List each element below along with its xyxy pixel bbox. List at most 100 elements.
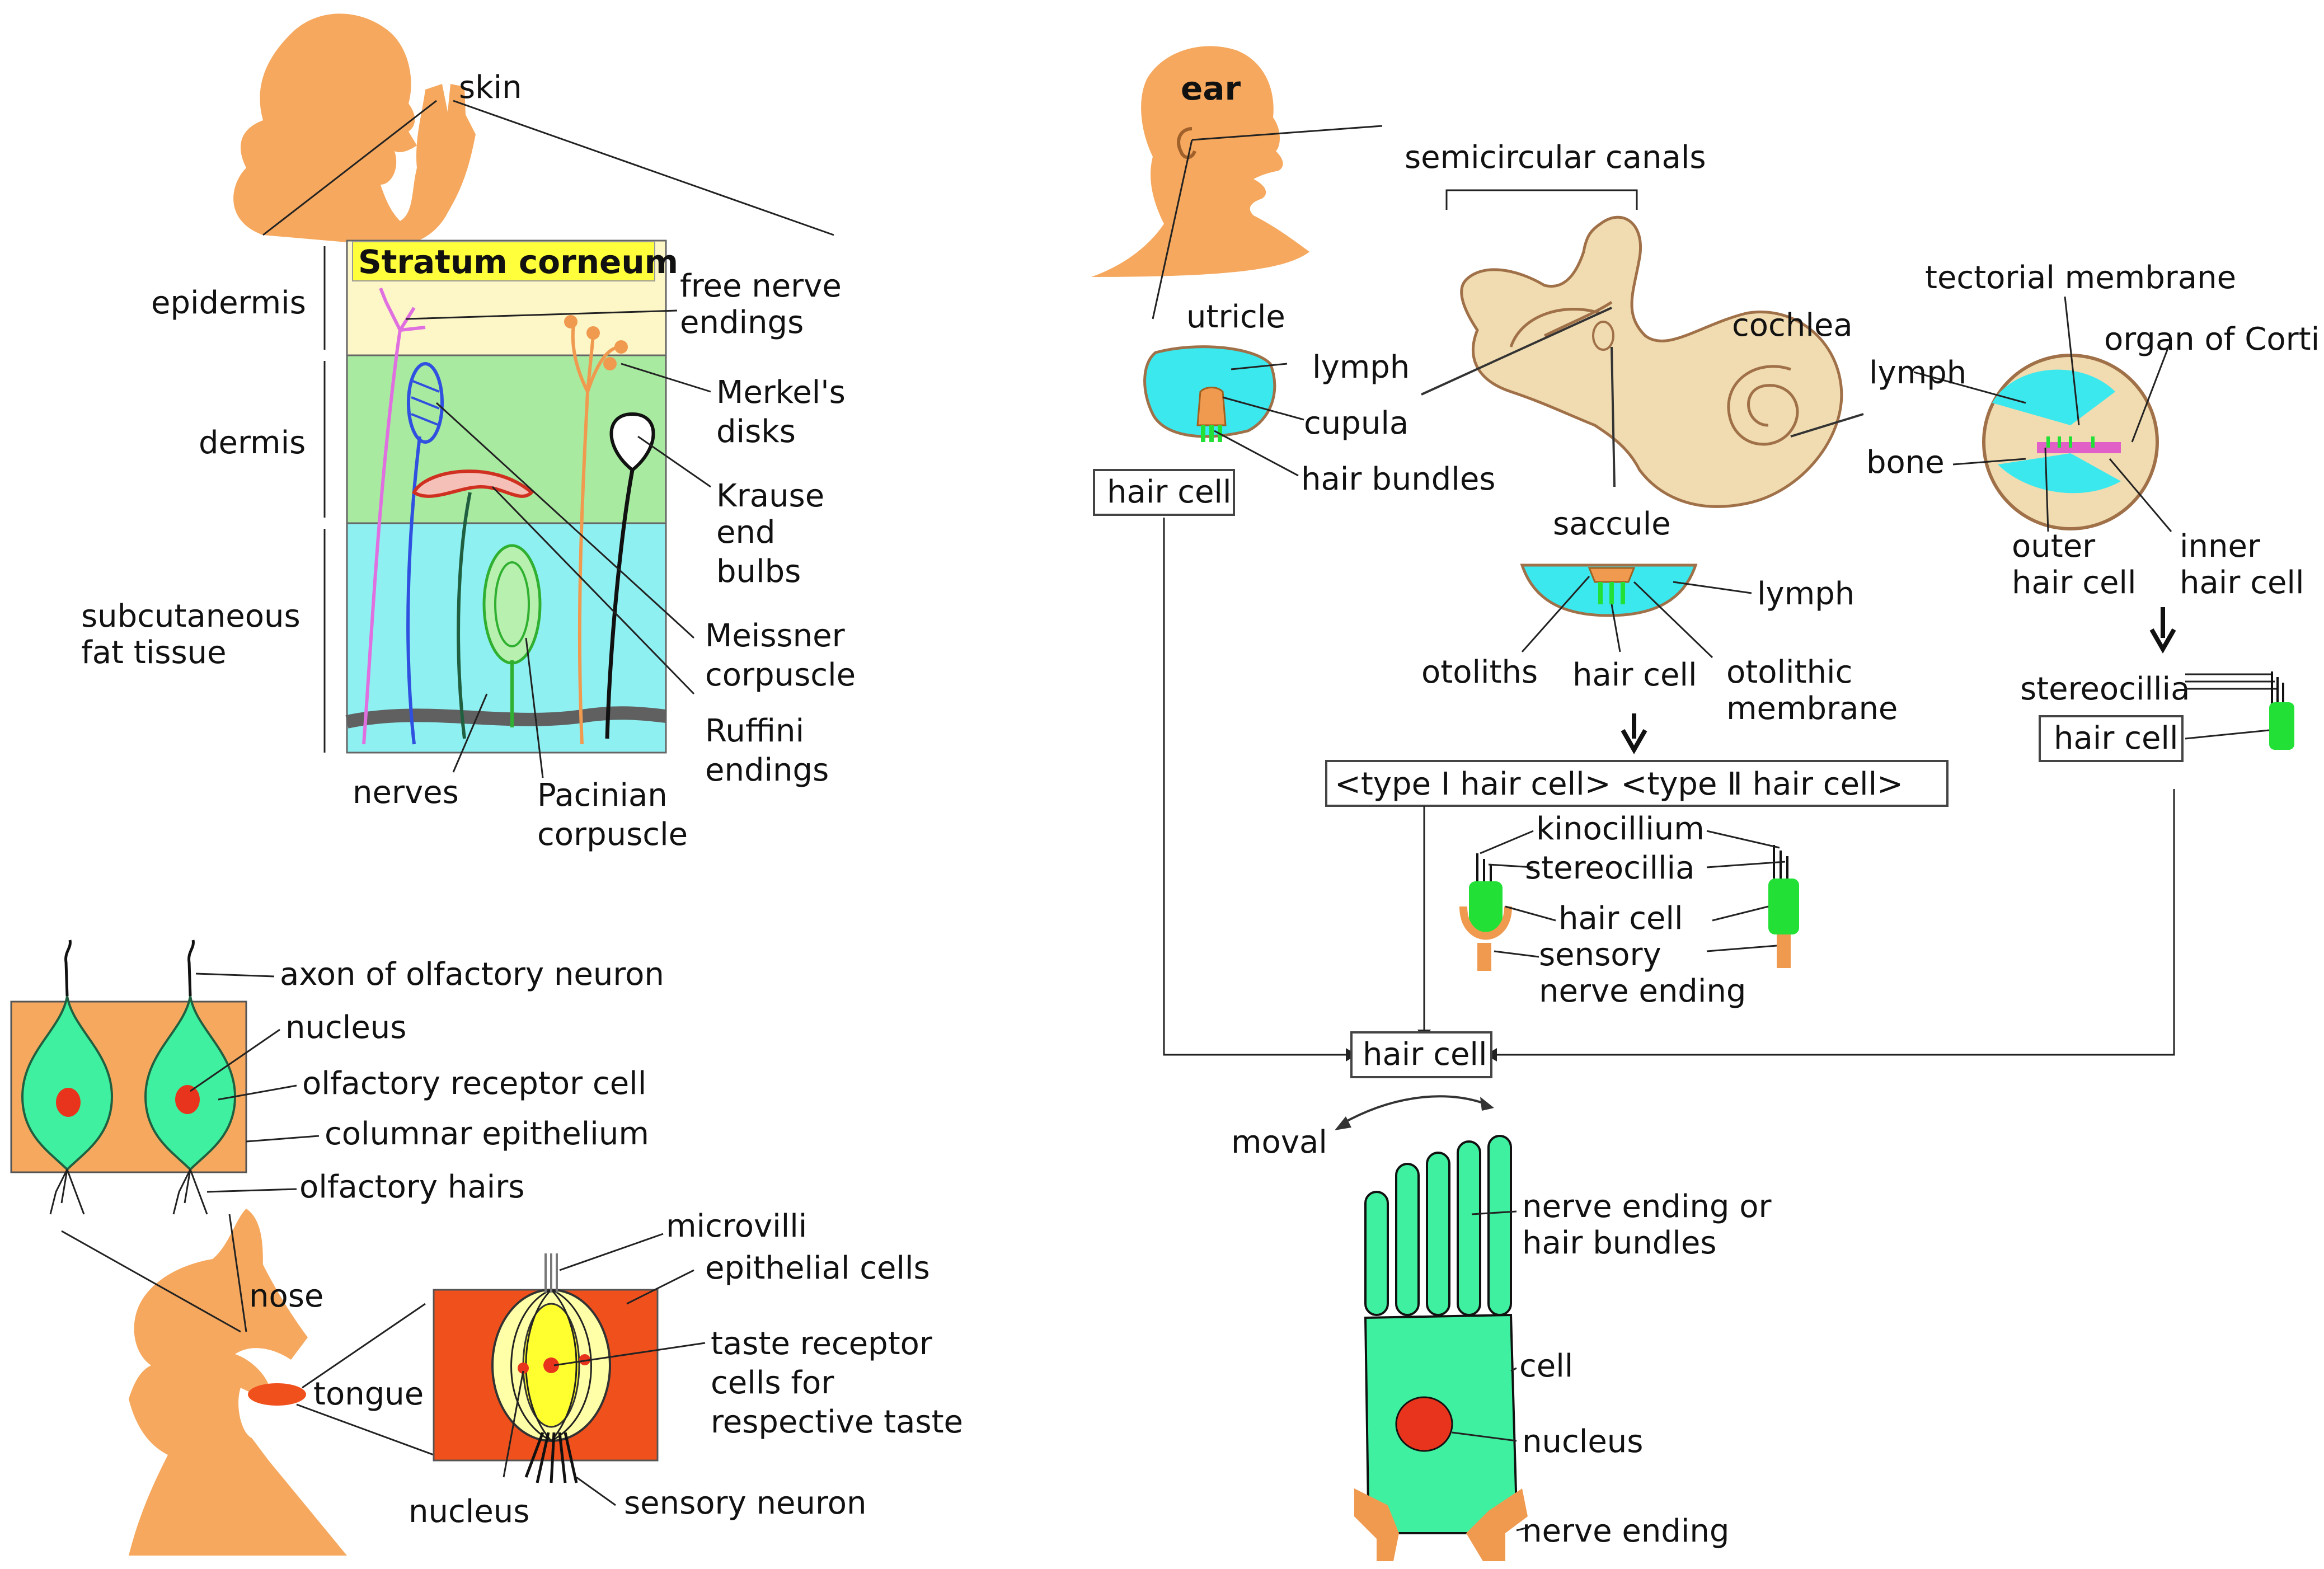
corti-hair-cell [2269,702,2294,750]
label-pacinian-1: Pacinian [537,777,668,814]
label-epithelial: epithelial cells [705,1250,930,1286]
arrow-to-utricle [1421,307,1612,396]
label-semicircular: semicircular canals [1405,139,1706,176]
pacinian-inner [494,561,530,647]
label-merkel-1: Merkel's [716,374,846,411]
label-inner-2: hair cell [2180,565,2304,601]
head-ear-figure [1091,46,1309,277]
label-olf-hairs: olfactory hairs [299,1169,524,1205]
merkel-disk [614,340,628,354]
label-krause-3: bulbs [716,553,801,590]
large-cell-leaders [1452,1210,1528,1532]
label-nucleus: nucleus [1522,1424,1643,1460]
ear-lobe [1177,127,1196,159]
label-type-box: <type Ⅰ hair cell> <type Ⅱ hair cell> [1335,766,1903,802]
merkel-disk [586,326,600,340]
label-subcutaneous-2: fat tissue [81,635,227,671]
saccule-down-arrow [1621,713,1647,755]
taste-section: microvilli epithelial cells taste recept… [409,1208,963,1530]
cochlea-lymph-lower [1998,453,2121,494]
skin-section: skin Stratum corneum epidermis [81,13,856,853]
moval-arrowheads [1335,1097,1494,1130]
cochlea-lymph [1992,369,2115,425]
label-outer-1: outer [2012,528,2096,565]
label-nerve-or-2: hair bundles [1522,1225,1716,1261]
label-columnar: columnar epithelium [325,1116,649,1152]
label-krause-1: Krause [716,478,824,514]
label-axon: axon of olfactory neuron [280,956,664,993]
merkel-nerve [571,324,622,745]
label-cell: cell [1519,1348,1573,1384]
label-outer-2: hair cell [2012,565,2137,601]
taste-callout-leaders [503,1233,706,1506]
krause-coils [411,379,440,426]
label-stratum-corneum: Stratum corneum [358,243,678,281]
label-krause-2: end [716,514,776,551]
label-nerve-ending: nerve ending [1522,1513,1729,1549]
label-sensory-2: nerve ending [1539,973,1746,1009]
arrow-to-corti [1790,413,1864,438]
taste-nucleus [579,1354,590,1365]
tongue [248,1383,306,1406]
semicircular-bracket [1445,189,1638,210]
label-merkel-2: disks [716,414,796,450]
saccule-leaders [1521,576,1752,659]
label-taste-2: cells for [711,1365,834,1401]
label-hair-bundles: hair bundles [1301,461,1495,497]
merkel-disk [564,315,578,328]
moval-arrow [1340,1095,1489,1126]
nerve-ending-left [1354,1488,1399,1561]
type1-stereocilia [1476,853,1492,884]
flow-lines [1163,518,2175,1056]
label-otolithic-1: otolithic [1726,654,1852,690]
label-lymph-c: lymph [1869,355,1966,391]
taste-nucleus [543,1357,559,1373]
smell-tongue-callouts [61,1214,434,1456]
taste-nucleus [518,1363,529,1374]
olfactory-hairs [49,1169,85,1215]
label-nerve-or-1: nerve ending or [1522,1189,1772,1225]
nerve-band [345,706,667,729]
label-tectorial: tectorial membrane [1925,260,2236,296]
krause-end-bulb [407,362,444,444]
stereocillia-r-leaders [2185,673,2278,690]
label-lymph-u: lymph [1312,349,1410,386]
label-ear: ear [1181,69,1241,107]
label-stereocillia-r: stereocillia [2020,671,2190,707]
label-hair-cell-m: hair cell [1558,900,1683,937]
label-cochlea: cochlea [1732,307,1853,344]
type-hair-cell-box [1325,760,1949,807]
label-nose: nose [249,1278,323,1314]
hair-cell-box-corti [2039,715,2184,762]
corti-down-arrow [2149,607,2176,654]
label-meissner-2: corpuscle [705,657,856,693]
cochlea-leaders [1913,296,2172,532]
label-olf-receptor: olfactory receptor cell [302,1065,646,1102]
microvilli [544,1253,558,1293]
sensory-neuron [524,1432,578,1483]
label-ruffini-1: Ruffini [705,713,804,749]
type2-nerve [1777,934,1791,968]
label-subcutaneous-1: subcutaneous [81,598,301,635]
head-skin-figure [233,13,476,246]
ruffini-ending [609,412,655,472]
ear-section: ear semicircular canals cochlea utricle … [1091,46,2320,1561]
label-dermis: dermis [199,425,306,461]
label-saccule: saccule [1553,506,1671,542]
merkel-disk [603,357,617,370]
label-tongue: tongue [313,1376,424,1412]
krause-nerve [406,436,421,745]
meissner-corpuscle [412,469,534,498]
label-meissner-1: Meissner [705,618,846,654]
label-hair-cell-s: hair cell [1572,657,1697,693]
smell-section: axon of olfactory neuron nucleus olfacto… [10,939,664,1556]
label-free-nerve-1: free nerve [680,268,842,304]
olfactory-nucleus [56,1088,81,1117]
head-smell-figure [129,1209,347,1556]
label-lymph-s: lymph [1757,576,1854,612]
hair-cell-box-center [1350,1031,1492,1078]
label-ruffini-2: endings [705,752,829,788]
type1-hair-cell [1469,881,1503,934]
canal-loops [1509,300,1613,347]
